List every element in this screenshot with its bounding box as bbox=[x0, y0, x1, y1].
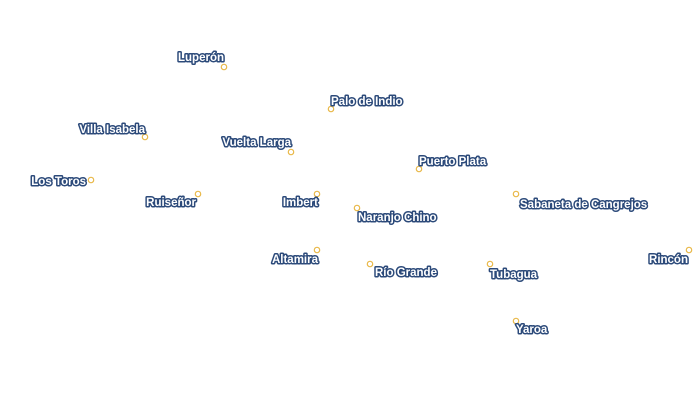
place-marker-luperon[interactable] bbox=[220, 63, 228, 71]
place-marker-vuelta-larga[interactable] bbox=[287, 148, 295, 156]
place-marker-imbert[interactable] bbox=[313, 190, 321, 198]
place-label-villa-isabela[interactable]: Villa Isabela bbox=[78, 123, 147, 138]
place-label-imbert[interactable]: Imbert bbox=[281, 196, 319, 211]
place-label-ruisenor[interactable]: Ruiseñor bbox=[145, 196, 198, 211]
place-label-yaroa[interactable]: Yaroa bbox=[515, 323, 550, 338]
place-marker-tubagua[interactable] bbox=[486, 260, 494, 268]
place-label-tubagua[interactable]: Tubagua bbox=[489, 268, 540, 283]
place-marker-villa-isabela[interactable] bbox=[141, 133, 149, 141]
place-marker-puerto-plata[interactable] bbox=[415, 165, 423, 173]
place-markers bbox=[87, 63, 693, 325]
place-label-altamira[interactable]: Altamira bbox=[270, 253, 320, 268]
place-marker-rio-grande[interactable] bbox=[366, 260, 374, 268]
place-label-los-toros[interactable]: Los Toros bbox=[30, 175, 88, 190]
place-marker-sabaneta-de-cangrejos[interactable] bbox=[512, 190, 520, 198]
place-marker-naranjo-chino[interactable] bbox=[353, 204, 361, 212]
place-label-palo-de-indio[interactable]: Palo de Indio bbox=[330, 95, 405, 110]
place-marker-ruisenor[interactable] bbox=[194, 190, 202, 198]
place-marker-altamira[interactable] bbox=[313, 246, 321, 254]
place-label-rincon[interactable]: Rincón bbox=[648, 253, 690, 268]
place-label-sabaneta-de-cangrejos[interactable]: Sabaneta de Cangrejos bbox=[519, 198, 649, 213]
place-marker-los-toros[interactable] bbox=[87, 176, 95, 184]
place-label-naranjo-chino[interactable]: Naranjo Chino bbox=[357, 211, 439, 226]
place-marker-rincon[interactable] bbox=[685, 246, 693, 254]
place-marker-yaroa[interactable] bbox=[512, 317, 520, 325]
place-label-vuelta-larga[interactable]: Vuelta Larga bbox=[221, 136, 293, 151]
place-label-rio-grande[interactable]: Río Grande bbox=[374, 266, 439, 281]
place-label-puerto-plata[interactable]: Puerto Plata bbox=[418, 155, 489, 170]
place-marker-palo-de-indio[interactable] bbox=[327, 105, 335, 113]
place-label-luperon[interactable]: Luperón bbox=[177, 51, 226, 66]
